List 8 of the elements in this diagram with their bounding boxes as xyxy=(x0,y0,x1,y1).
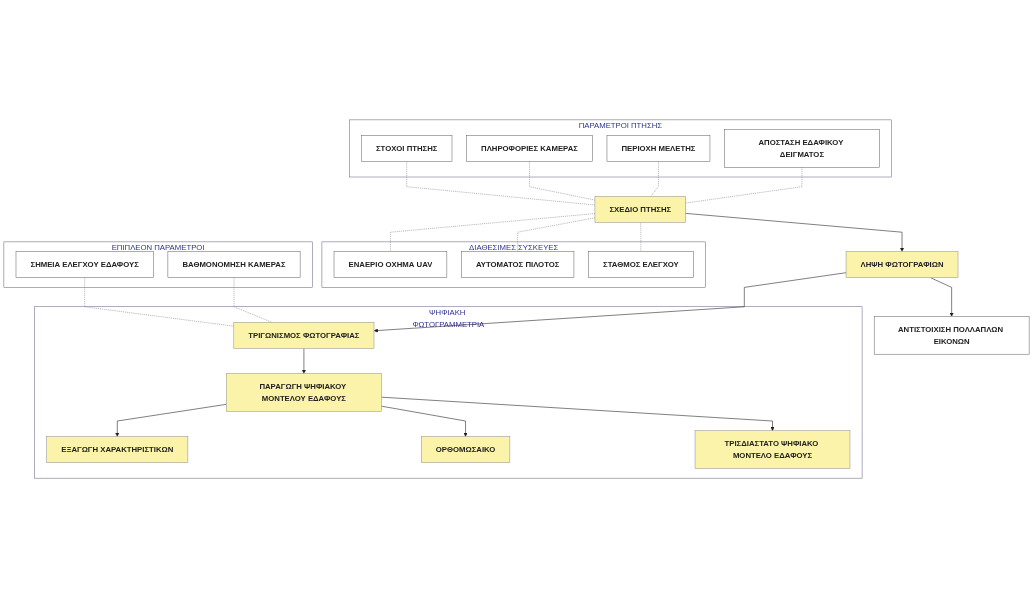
connector xyxy=(517,217,596,252)
connector xyxy=(640,222,642,252)
connector xyxy=(84,277,235,327)
connector xyxy=(529,161,596,201)
connector xyxy=(650,161,659,197)
connector xyxy=(406,161,596,206)
connector xyxy=(390,213,596,252)
connector xyxy=(685,167,803,204)
